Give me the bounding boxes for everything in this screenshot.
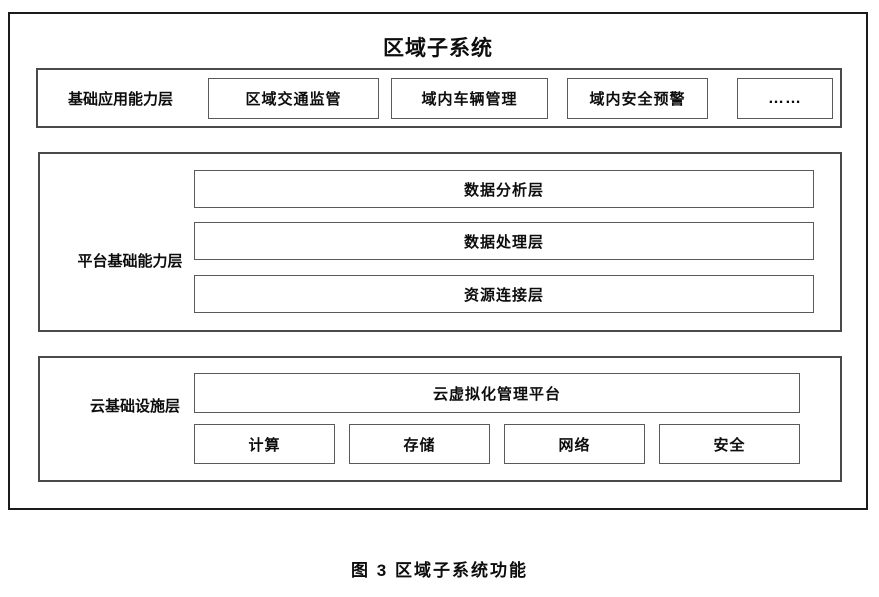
diagram-title: 区域子系统 (383, 37, 493, 60)
layer-cloud-infrastructure-label: 云基础设施层 (89, 398, 180, 415)
box-data-processing-layer: 数据处理层 (194, 222, 814, 260)
box-resource-connection-layer: 资源连接层 (194, 275, 814, 313)
box-domain-safety-warning: 域内安全预警 (567, 78, 708, 119)
box-regional-traffic-monitor: 区域交通监管 (208, 78, 379, 119)
layer-platform-capability-label: 平台基础能力层 (77, 253, 183, 270)
box-more-apps-ellipsis: …… (737, 78, 833, 119)
box-security: 安全 (659, 424, 800, 464)
layer-basic-application: 基础应用能力层 区域交通监管 域内车辆管理 域内安全预警 …… (36, 68, 842, 128)
layer-cloud-infrastructure: 云基础设施层 云虚拟化管理平台 计算 存储 网络 安全 (38, 356, 842, 482)
box-data-analysis-layer: 数据分析层 (194, 170, 814, 208)
layer-platform-capability: 平台基础能力层 数据分析层 数据处理层 资源连接层 (38, 152, 842, 332)
figure-caption: 图 3 区域子系统功能 (351, 561, 528, 580)
box-domain-vehicle-management: 域内车辆管理 (391, 78, 548, 119)
box-cloud-virtualization-platform: 云虚拟化管理平台 (194, 373, 800, 413)
box-compute: 计算 (194, 424, 335, 464)
box-storage: 存储 (349, 424, 490, 464)
subsystem-outer-box: 区域子系统 基础应用能力层 区域交通监管 域内车辆管理 域内安全预警 …… 平台… (8, 12, 868, 510)
layer-basic-application-label: 基础应用能力层 (68, 90, 174, 108)
box-network: 网络 (504, 424, 645, 464)
